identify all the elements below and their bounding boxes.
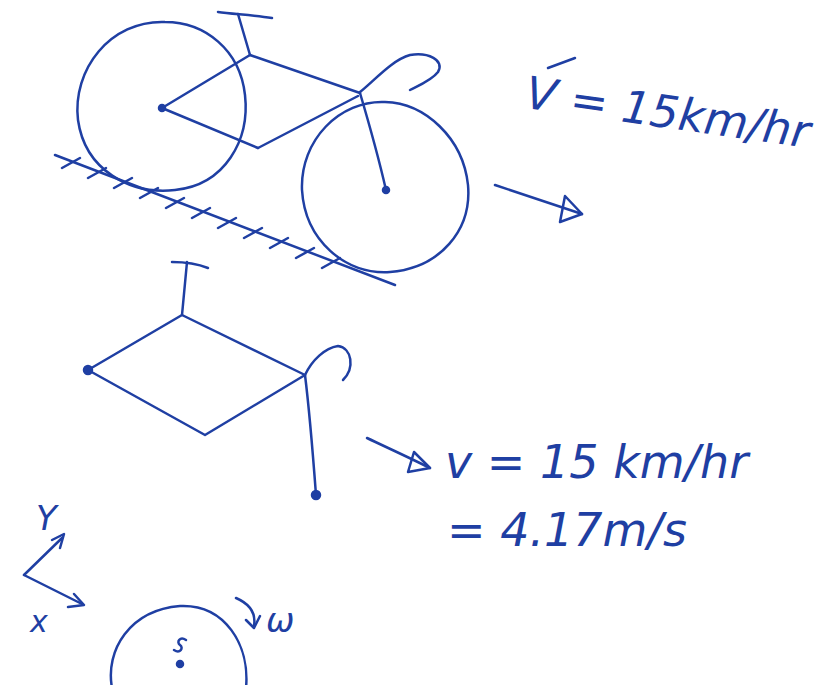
velocity-arrow [367,438,430,472]
bicycle-drawing [77,12,468,272]
ground-incline [55,155,395,285]
velocity-label: v = 15 km/hr [445,439,748,485]
velocity-label: V = 15km/hr [523,70,813,154]
wheel-drawing [111,598,260,685]
velocity-conversion: = 4.17m/s [447,507,687,553]
axis-label: Y [36,501,57,535]
angular-velocity-label: ω [266,603,294,637]
axis-label: x [30,607,48,637]
axes [24,534,84,607]
frame-drawing [84,262,350,499]
